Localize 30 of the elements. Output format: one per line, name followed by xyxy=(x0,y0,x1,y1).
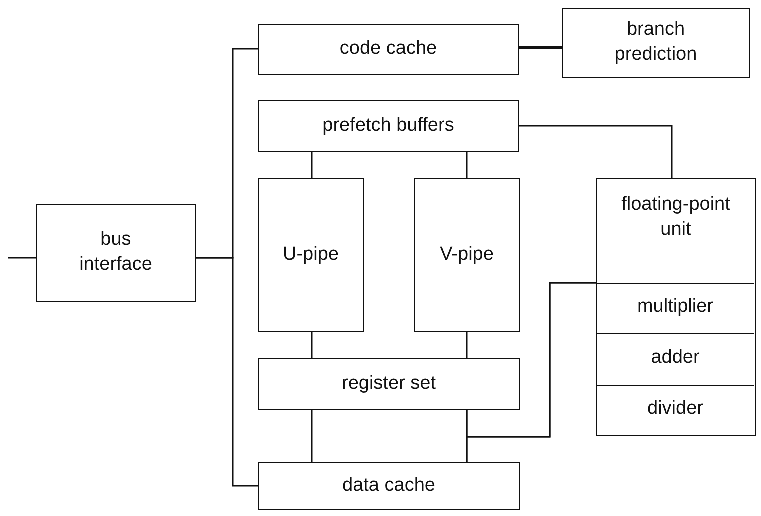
block-label: adder xyxy=(651,346,700,370)
connector-line xyxy=(8,257,36,259)
block-box xyxy=(258,462,520,510)
block-label: prefetch buffers xyxy=(322,114,454,138)
block-box xyxy=(258,100,519,152)
block-box xyxy=(596,178,756,436)
connector-line xyxy=(311,152,313,178)
connector-line xyxy=(466,332,468,358)
block-box xyxy=(258,178,364,332)
block-box xyxy=(562,8,750,78)
connector-line xyxy=(311,410,313,462)
block-box xyxy=(414,178,520,332)
connector-line xyxy=(311,332,313,358)
connector-line xyxy=(519,125,673,178)
block-label: U-pipe xyxy=(283,242,339,267)
block-label: register set xyxy=(342,372,436,396)
block-box xyxy=(258,358,520,410)
block-label: bus interface xyxy=(78,228,154,277)
block-label: branch prediction xyxy=(614,18,698,67)
connector-line xyxy=(196,257,258,487)
connector-line xyxy=(466,152,468,178)
block-label: V-pipe xyxy=(440,242,494,267)
block-label: data cache xyxy=(342,474,436,498)
block-box xyxy=(258,24,519,75)
block-label: divider xyxy=(648,397,704,422)
connector-line xyxy=(519,46,562,50)
block-box xyxy=(36,204,196,302)
block-label: floating-point unit xyxy=(620,193,732,242)
block-label: code cache xyxy=(340,37,438,62)
block-label: multiplier xyxy=(637,294,714,319)
